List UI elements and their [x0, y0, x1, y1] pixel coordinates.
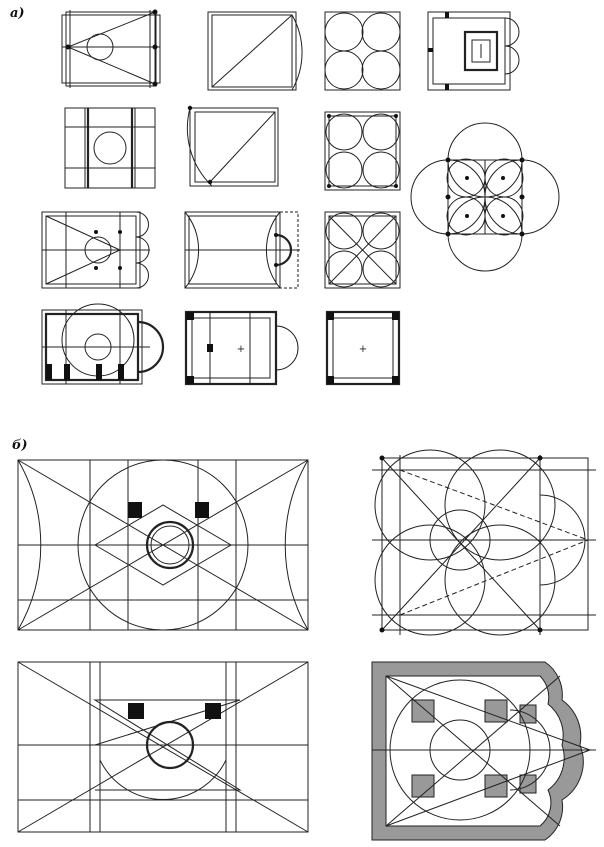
construction-d2-plan: + — [184, 310, 299, 386]
svg-text:+: + — [359, 344, 367, 355]
construction-a4-plan — [427, 11, 520, 91]
construction-a3 — [324, 11, 401, 91]
part-a-label: а) — [10, 6, 25, 21]
construction-d1 — [41, 303, 165, 385]
svg-text:+: + — [237, 344, 245, 355]
church-plan-with-construction — [371, 661, 596, 841]
construction-c1 — [41, 211, 150, 289]
construction-c2 — [184, 211, 300, 289]
quatrefoil-construction — [410, 122, 560, 272]
construction-a1 — [61, 9, 161, 88]
construction-large-3 — [17, 661, 309, 833]
construction-d3-plan: + — [325, 310, 401, 386]
construction-large-2 — [372, 449, 596, 636]
part-b-label: б) — [12, 438, 28, 453]
construction-a2 — [207, 11, 303, 91]
construction-c3 — [324, 211, 401, 289]
construction-b3 — [324, 111, 401, 191]
construction-large-1 — [17, 459, 309, 631]
construction-b2 — [186, 105, 279, 187]
construction-b1 — [64, 107, 156, 189]
